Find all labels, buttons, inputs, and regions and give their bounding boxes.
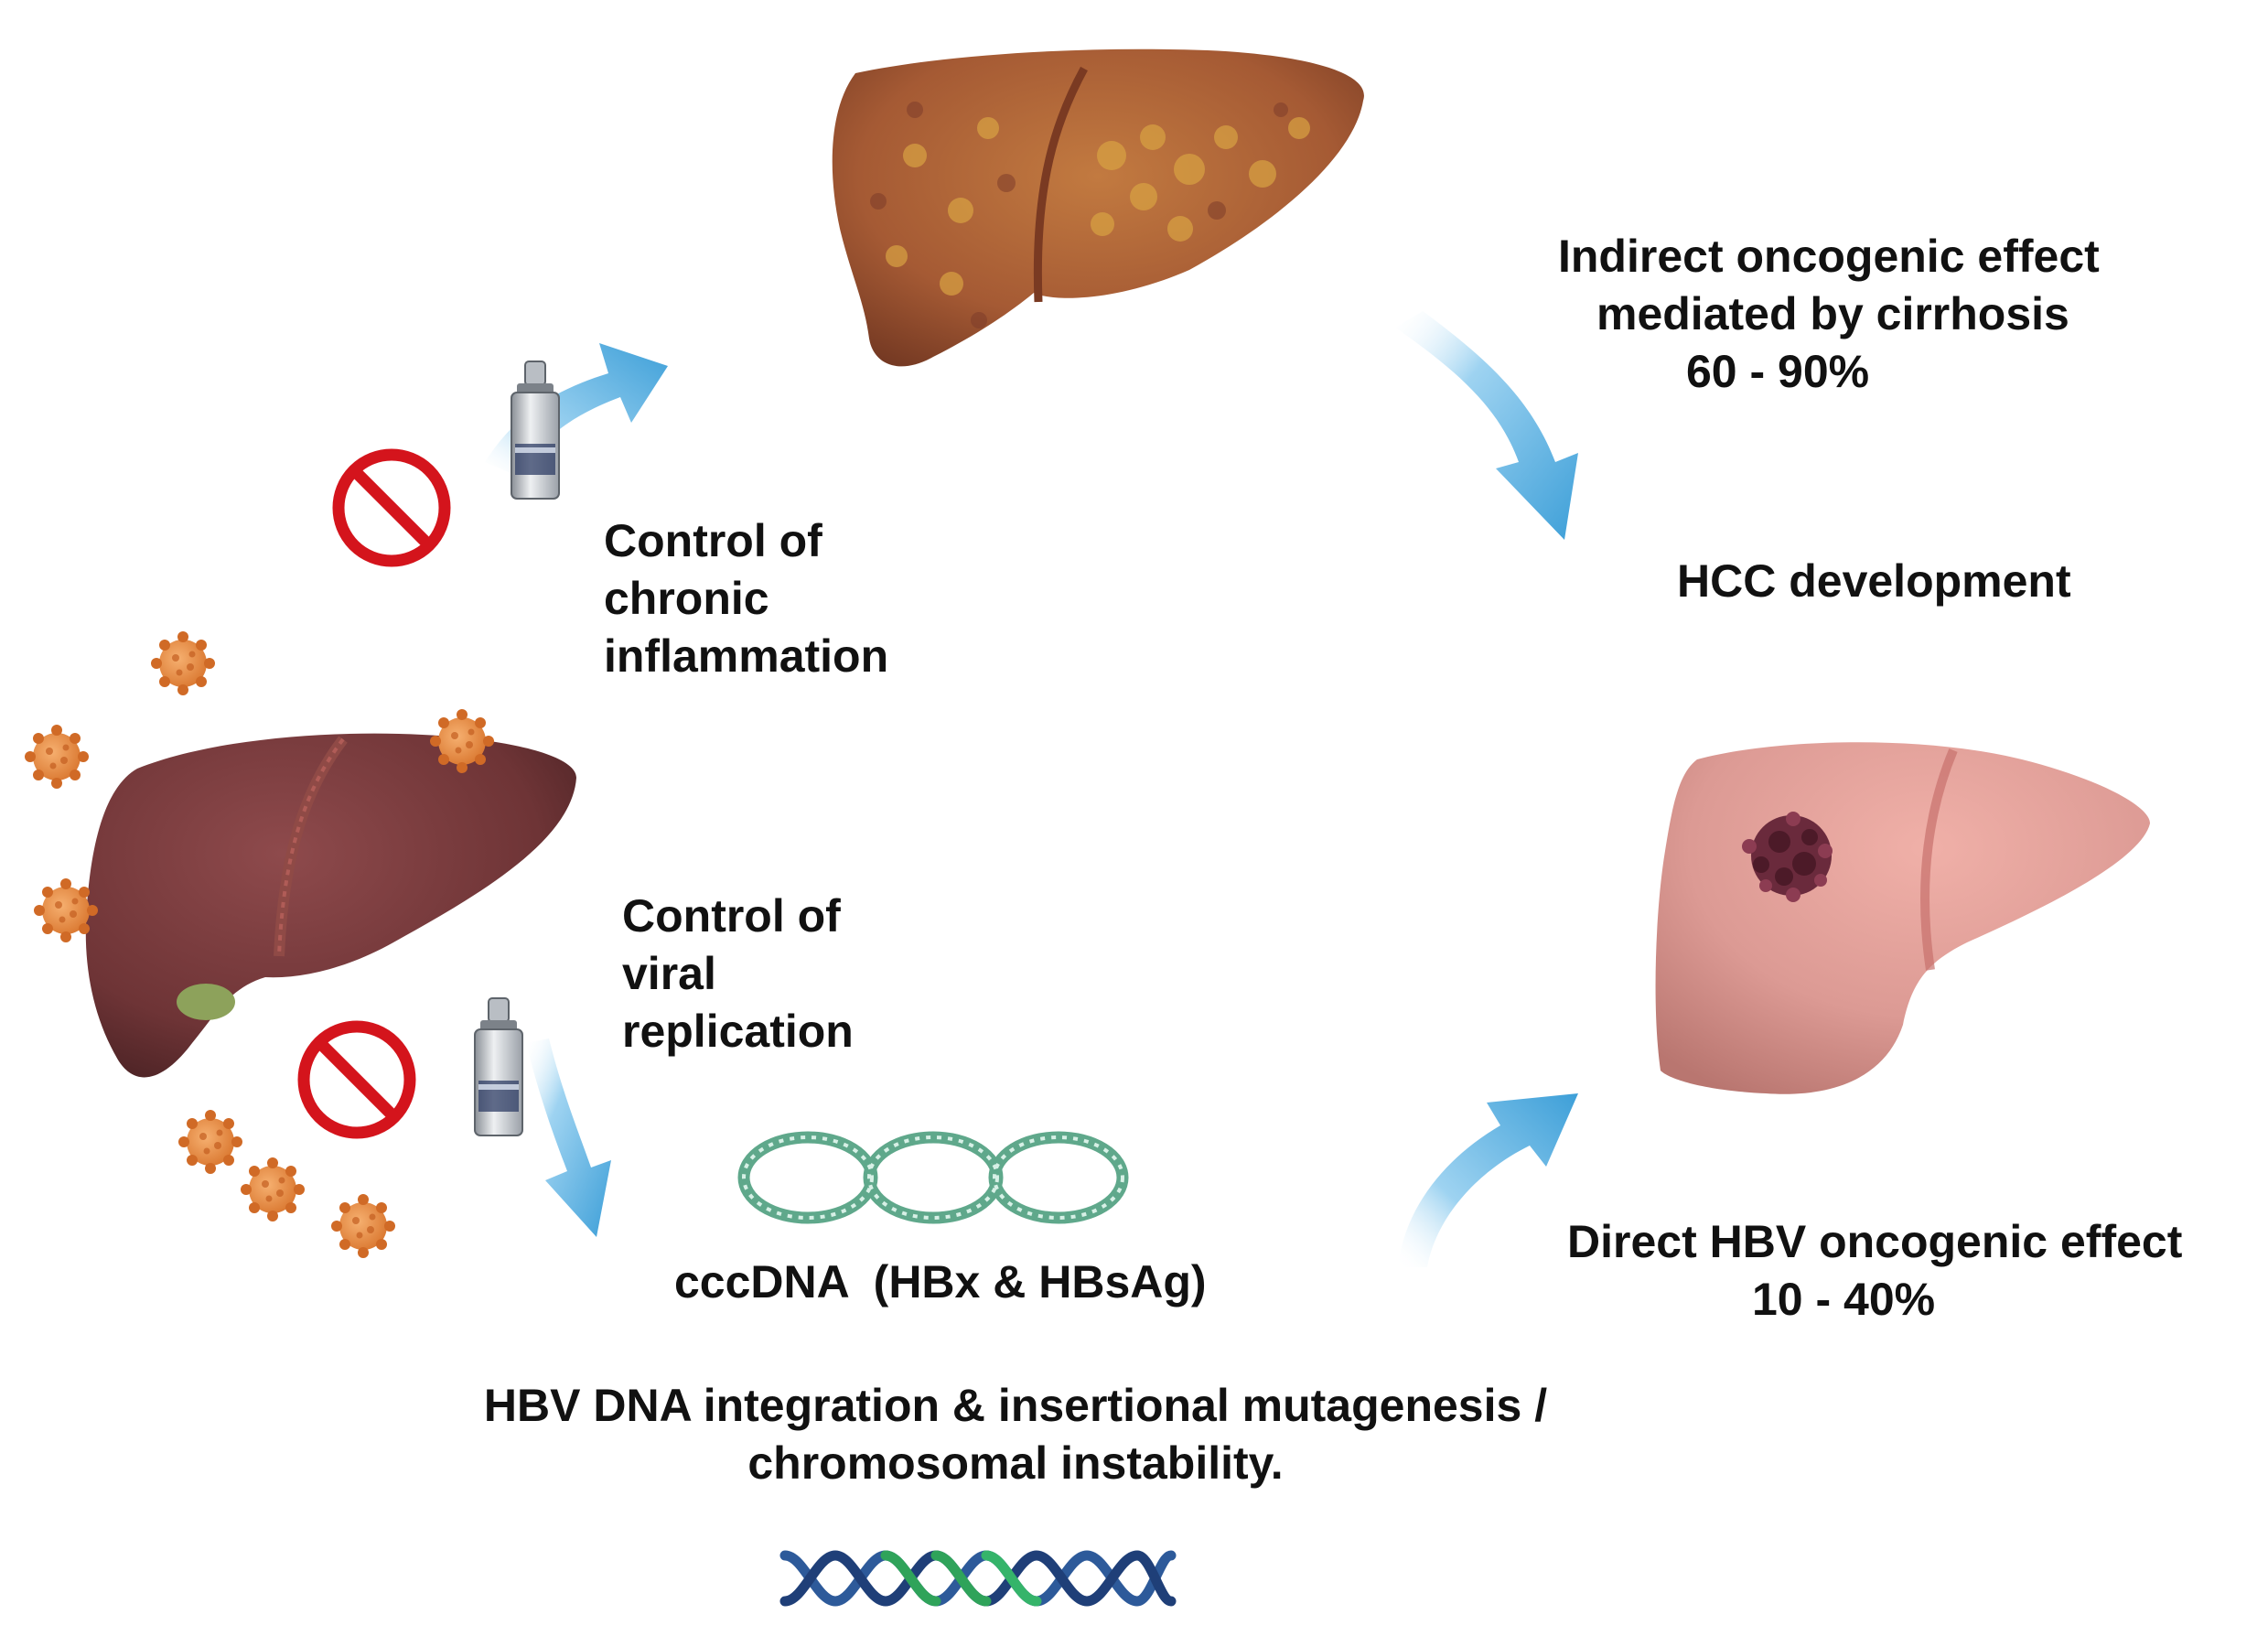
integration-line-1: HBV DNA integration & insertional mutage…	[483, 1380, 1548, 1431]
circular-dna-rings	[737, 1131, 1129, 1224]
no-entry-symbol	[339, 455, 445, 561]
drug-bottle	[511, 361, 560, 500]
hbv-virus-particle	[151, 631, 215, 695]
hbv-virus-particle	[241, 1157, 305, 1221]
inflammation-control-line-3: inflammation	[604, 630, 889, 682]
arrow-to-hcc	[1395, 311, 1578, 540]
hcc-development-label: HCC development	[1677, 555, 2071, 607]
direct-effect-percent: 10 - 40%	[1752, 1274, 1936, 1325]
inflammation-control-line-1: Control of	[604, 515, 822, 566]
no-entry-symbol	[304, 1027, 410, 1133]
hbv-virus-particle	[331, 1194, 395, 1258]
cirrhotic-liver-illustration	[832, 48, 1364, 367]
viral-control-line-1: Control of	[622, 890, 841, 942]
hbv-virus-particle	[178, 1110, 242, 1174]
liver-with-tumor-illustration	[1655, 742, 2150, 1094]
liver-illustration	[85, 733, 577, 1078]
inflammation-control-line-2: chronic	[604, 573, 769, 624]
direct-effect-line-1: Direct HBV oncogenic effect	[1567, 1216, 2183, 1267]
indirect-effect-line-1: Indirect oncogenic effect	[1558, 231, 2100, 282]
drug-bottle	[474, 997, 523, 1136]
viral-control-line-3: replication	[622, 1006, 854, 1057]
hbv-virus-particle	[25, 725, 89, 789]
arrow-to-direct-effect	[1398, 1093, 1578, 1267]
indirect-effect-percent: 60 - 90%	[1686, 346, 1870, 397]
dna-double-helix	[779, 1550, 1177, 1607]
arrow-to-cccdna	[526, 1038, 611, 1237]
cccdna-label: cccDNA (HBx & HBsAg)	[674, 1256, 1207, 1308]
indirect-effect-line-2: mediated by cirrhosis	[1596, 288, 2069, 339]
integration-line-2: chromosomal instability.	[747, 1437, 1284, 1489]
viral-control-line-2: viral	[622, 948, 716, 999]
